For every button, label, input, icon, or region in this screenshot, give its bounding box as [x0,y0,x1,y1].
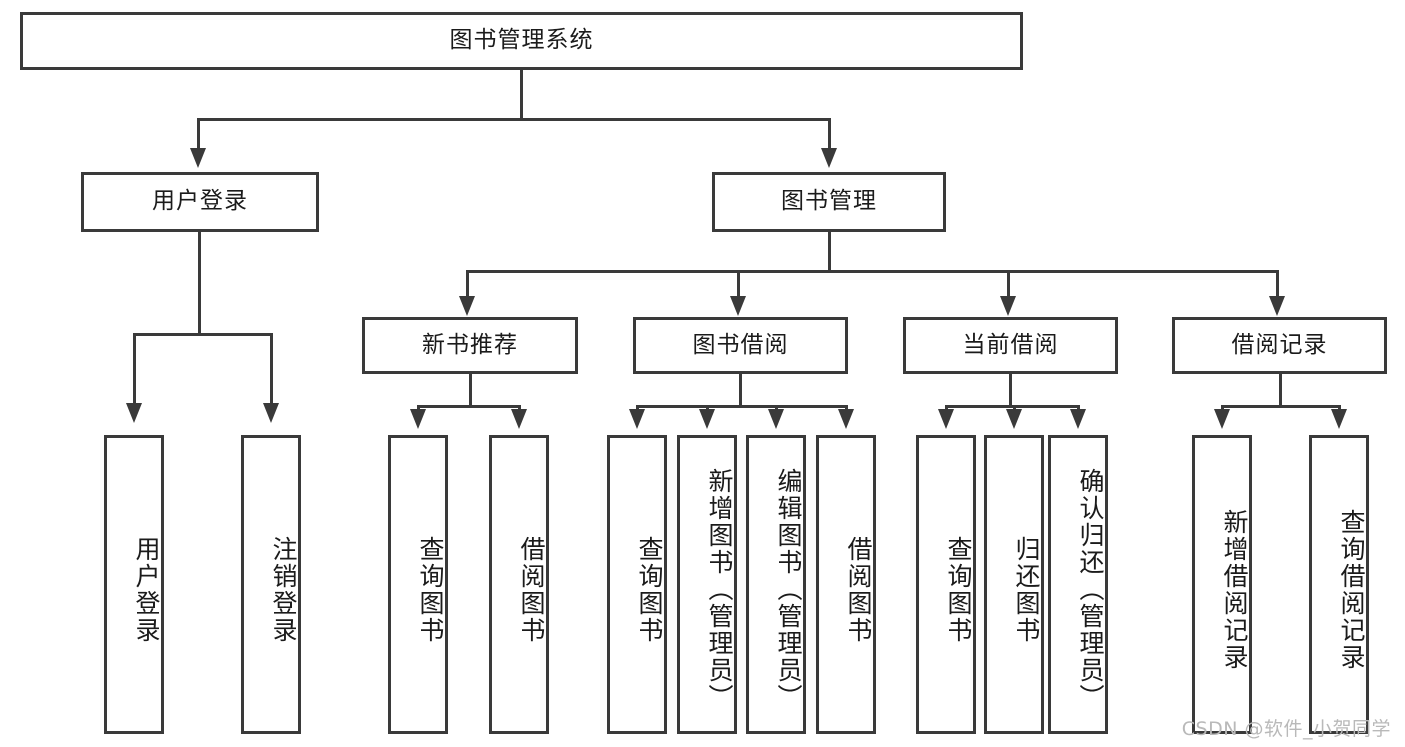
arrow-book-borrow-to-leaf-2 [699,409,715,429]
leaf-user-login-login[interactable]: 用户登录 [104,435,164,734]
node-label: 当前借阅 [962,331,1059,358]
edge-book-borrow-to-leaf-2 [706,405,709,411]
leaf-current-borrow-confirm[interactable]: 确认归还（管理员） [1048,435,1108,734]
edge-new-book-to-leaf-2 [518,405,521,411]
node-label: 查询图书 [944,535,973,644]
edge-root-to-user-login [197,118,200,150]
edge-borrow-record-to-leaf-2 [1338,405,1341,411]
edge-book-borrow-stem [739,374,742,407]
node-label: 注销登录 [269,535,298,644]
node-label: 查询图书 [416,535,445,644]
leaf-user-login-logout[interactable]: 注销登录 [241,435,301,734]
node-book-manage[interactable]: 图书管理 [712,172,946,232]
arrow-current-borrow-to-leaf-2 [1006,409,1022,429]
edge-root-to-book-manage [828,118,831,150]
edge-user-login-to-leaf-2 [270,333,273,405]
node-label: 借阅图书 [844,535,873,644]
edge-new-book-bar [417,405,521,408]
arrow-to-book-borrow [730,296,746,316]
arrow-current-borrow-to-leaf-1 [938,409,954,429]
edge-level3-bar [466,270,1279,273]
node-label: 新书推荐 [422,331,518,358]
leaf-current-borrow-query[interactable]: 查询图书 [916,435,976,734]
node-book-borrow[interactable]: 图书借阅 [633,317,848,374]
leaf-book-borrow-borrow[interactable]: 借阅图书 [816,435,876,734]
leaf-borrow-record-add[interactable]: 新增借阅记录 [1192,435,1252,734]
leaf-new-book-borrow[interactable]: 借阅图书 [489,435,549,734]
node-label: 确认归还（管理员） [1076,468,1105,711]
edge-book-borrow-bar [636,405,848,408]
node-label: 图书借阅 [692,331,789,358]
node-label: 借阅记录 [1231,331,1328,358]
arrow-current-borrow-to-leaf-3 [1070,409,1086,429]
node-label: 用户登录 [152,188,248,215]
edge-current-borrow-bar [945,405,1080,408]
edge-current-borrow-stem [1009,374,1012,407]
node-label: 查询借阅记录 [1337,508,1366,671]
leaf-book-borrow-query[interactable]: 查询图书 [607,435,667,734]
edge-to-borrow-record [1276,270,1279,298]
node-borrow-record[interactable]: 借阅记录 [1172,317,1387,374]
edge-borrow-record-bar [1221,405,1341,408]
edge-borrow-record-to-leaf-1 [1221,405,1224,411]
node-label: 归还图书 [1012,535,1041,644]
arrow-new-book-to-leaf-2 [511,409,527,429]
arrow-user-login-to-leaf-1 [126,403,142,423]
edge-user-login-bar [133,333,273,336]
edge-current-borrow-to-leaf-3 [1077,405,1080,411]
edge-book-borrow-to-leaf-3 [775,405,778,411]
edge-book-borrow-to-leaf-1 [636,405,639,411]
node-user-login[interactable]: 用户登录 [81,172,319,232]
leaf-book-borrow-add[interactable]: 新增图书（管理员） [677,435,737,734]
edge-user-login-to-leaf-1 [133,333,136,405]
arrow-user-login-to-leaf-2 [263,403,279,423]
arrow-new-book-to-leaf-1 [410,409,426,429]
node-label: 编辑图书（管理员） [774,468,803,711]
edge-to-current-borrow [1007,270,1010,298]
node-new-book-recommend[interactable]: 新书推荐 [362,317,578,374]
node-current-borrow[interactable]: 当前借阅 [903,317,1118,374]
arrow-to-new-book [459,296,475,316]
leaf-current-borrow-return[interactable]: 归还图书 [984,435,1044,734]
node-label: 借阅图书 [517,535,546,644]
node-label: 查询图书 [635,535,664,644]
edge-to-book-borrow [737,270,740,298]
edge-book-borrow-to-leaf-4 [845,405,848,411]
arrow-borrow-record-to-leaf-2 [1331,409,1347,429]
node-label: 图书管理系统 [449,27,594,54]
edge-current-borrow-to-leaf-2 [1013,405,1016,411]
edge-user-login-stem [198,232,201,335]
node-label: 新增图书（管理员） [705,468,734,711]
arrow-book-borrow-to-leaf-3 [768,409,784,429]
arrow-borrow-record-to-leaf-1 [1214,409,1230,429]
arrow-to-borrow-record [1269,296,1285,316]
edge-new-book-to-leaf-1 [417,405,420,411]
arrow-root-to-user-login [190,148,206,168]
node-label: 图书管理 [781,188,877,215]
edge-new-book-stem [469,374,472,407]
arrow-book-borrow-to-leaf-4 [838,409,854,429]
edge-to-new-book [466,270,469,298]
edge-borrow-record-stem [1279,374,1282,407]
edge-book-manage-stem [828,232,831,272]
node-root-system[interactable]: 图书管理系统 [20,12,1023,70]
edge-root-stem [520,70,523,118]
arrow-book-borrow-to-leaf-1 [629,409,645,429]
node-label: 用户登录 [132,535,161,644]
leaf-borrow-record-query[interactable]: 查询借阅记录 [1309,435,1369,734]
leaf-book-borrow-edit[interactable]: 编辑图书（管理员） [746,435,806,734]
leaf-new-book-query[interactable]: 查询图书 [388,435,448,734]
arrow-root-to-book-manage [821,148,837,168]
edge-current-borrow-to-leaf-1 [945,405,948,411]
arrow-to-current-borrow [1000,296,1016,316]
edge-root-bar [197,118,831,121]
node-label: 新增借阅记录 [1220,508,1249,671]
